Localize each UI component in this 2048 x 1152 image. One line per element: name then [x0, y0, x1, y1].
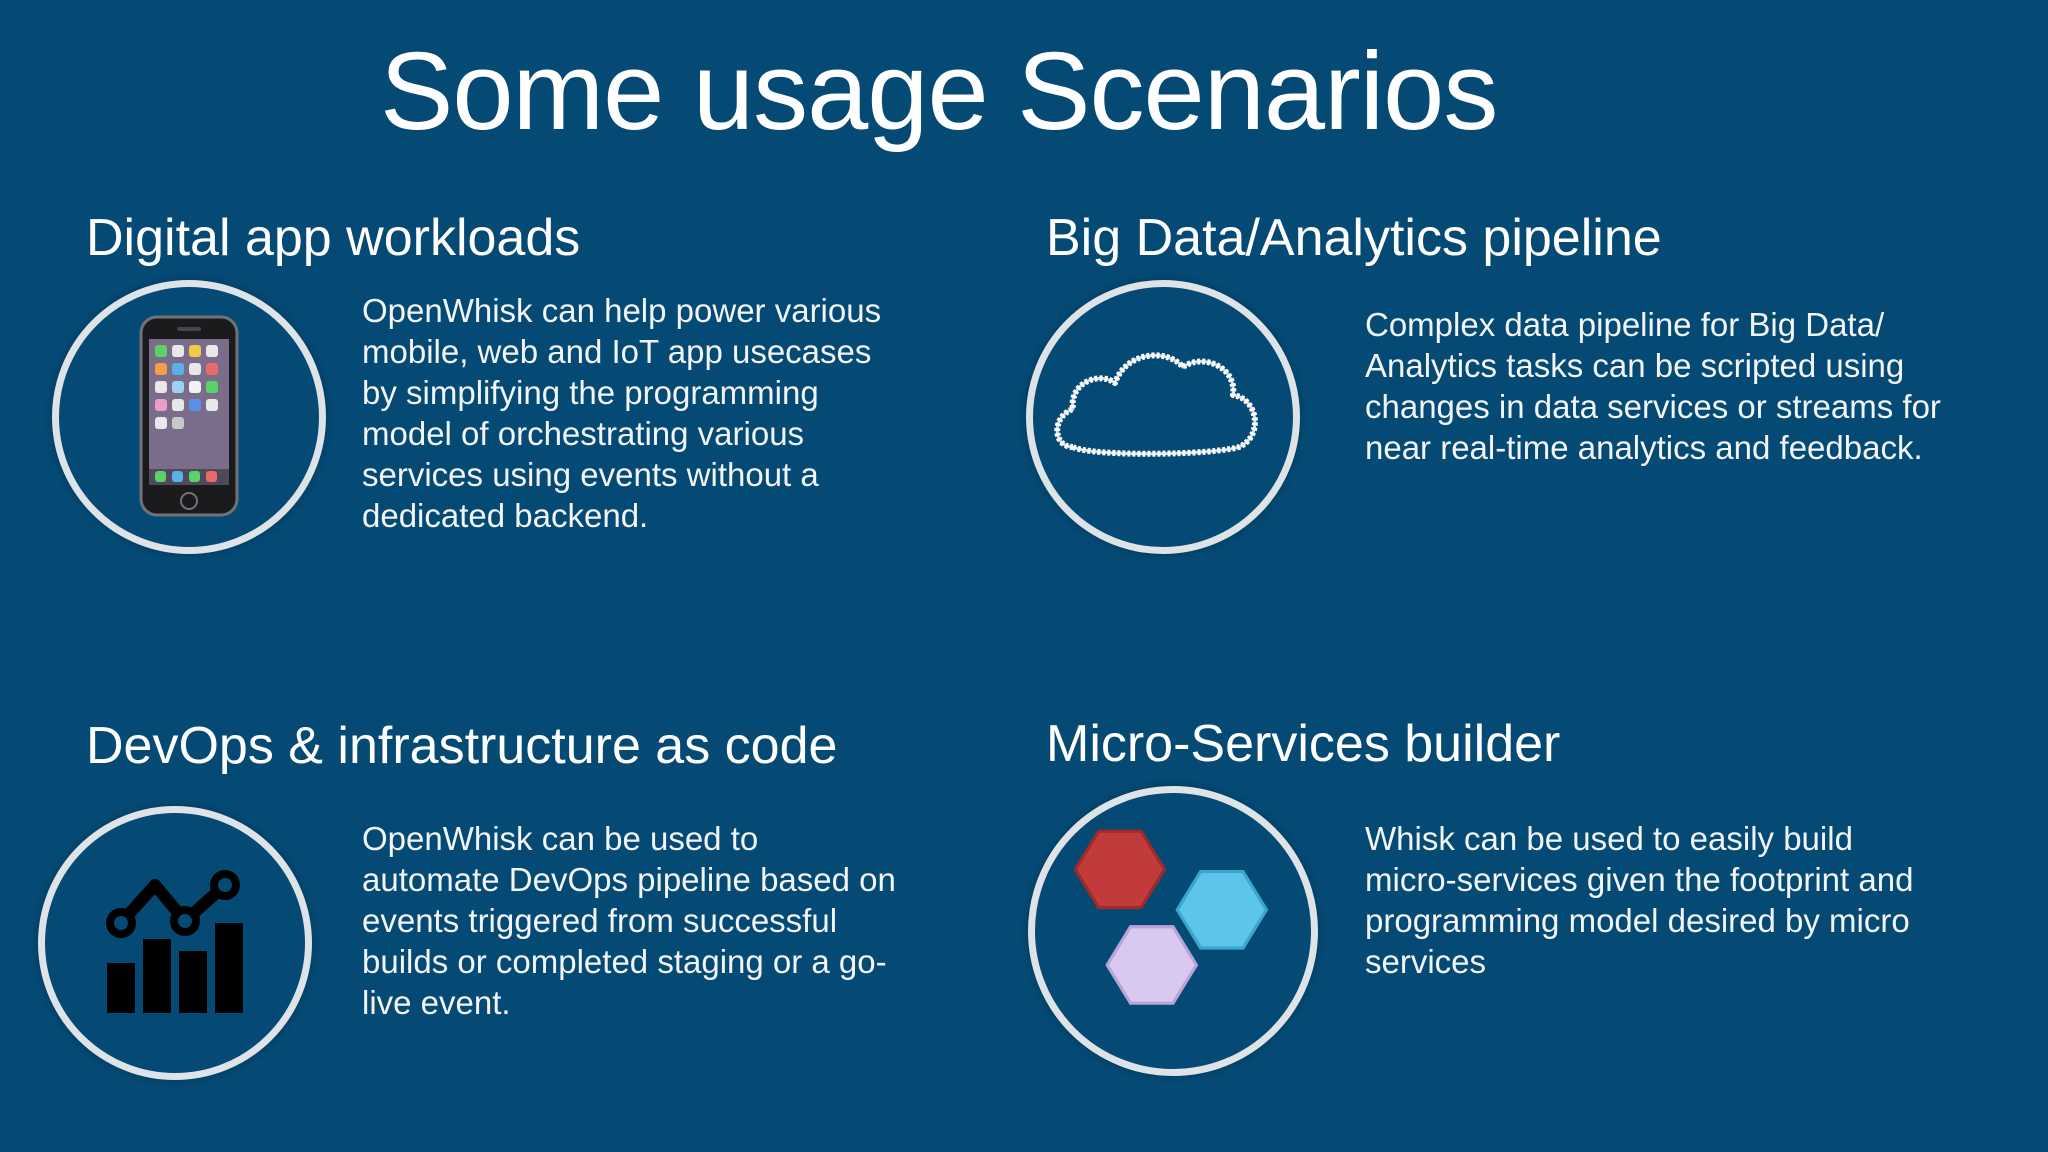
scenario-heading: Digital app workloads [86, 209, 581, 267]
scenario-heading: Micro-Services builder [1046, 715, 1561, 773]
chart-trend-icon [38, 806, 312, 1080]
scenario-heading: Big Data/Analytics pipeline [1046, 209, 1662, 267]
hexagons-icon [1028, 786, 1318, 1076]
scenario-body: OpenWhisk can help power various mobile,… [362, 292, 882, 534]
scenario-body: Whisk can be used to easily build micro-… [1365, 820, 1914, 980]
scenario-body: Complex data pipeline for Big Data/ Anal… [1365, 306, 1941, 466]
smartphone-icon [52, 280, 326, 554]
cloud-icon [1026, 280, 1300, 554]
slide-title: Some usage Scenarios [380, 30, 1498, 153]
scenario-body: OpenWhisk can be used to automate DevOps… [362, 820, 896, 1021]
scenario-heading: DevOps & infrastructure as code [86, 717, 838, 775]
